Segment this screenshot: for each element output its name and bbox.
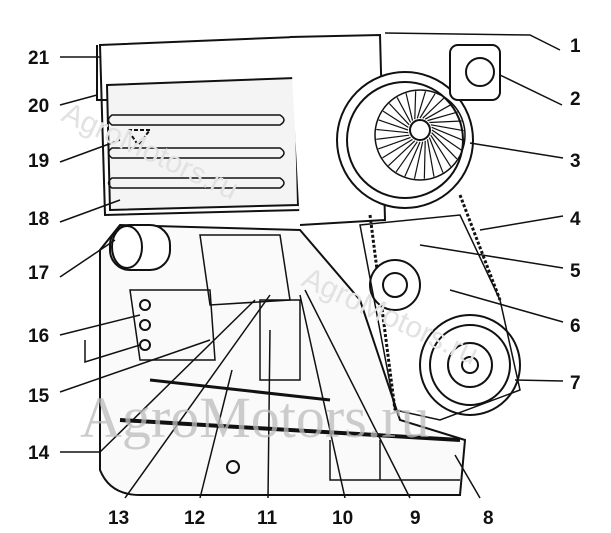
fan-blade <box>428 137 444 173</box>
fan-blade <box>431 129 462 151</box>
fan-blade <box>405 93 414 121</box>
callout-18: 18 <box>28 209 49 230</box>
fan-blade <box>424 103 452 120</box>
fan-blade <box>396 97 412 123</box>
callout-1: 1 <box>570 36 581 57</box>
fan-blade <box>427 111 458 122</box>
callout-labels: 1 2 3 4 5 6 7 8 9 10 11 12 13 14 15 16 1… <box>28 36 581 529</box>
callout-6: 6 <box>570 316 581 337</box>
fan-blade <box>378 136 411 150</box>
fan-blade <box>419 93 436 119</box>
fan-blade <box>430 124 464 132</box>
watermark-main: AgroMotors.ru <box>80 385 430 450</box>
fan-blade <box>414 91 417 120</box>
fan-blade <box>378 119 409 131</box>
fan-blade <box>395 141 418 173</box>
callout-21: 21 <box>28 48 50 69</box>
callout-16: 16 <box>28 326 49 347</box>
fan-blade <box>382 110 409 128</box>
fan-blade <box>388 140 416 167</box>
callout-4: 4 <box>570 209 581 230</box>
callout-3: 3 <box>570 151 581 172</box>
callout-11: 11 <box>257 508 278 529</box>
fan-blade <box>388 103 410 126</box>
fan-blade <box>413 141 424 179</box>
fan-blade <box>429 120 462 124</box>
fan-blade <box>430 134 452 167</box>
callout-10: 10 <box>332 508 353 529</box>
leader-lines <box>59 32 564 499</box>
callout-14: 14 <box>28 443 50 464</box>
callout-17: 17 <box>28 263 49 284</box>
callout-5: 5 <box>570 261 581 282</box>
callout-2: 2 <box>570 89 581 110</box>
callout-20: 20 <box>28 96 49 117</box>
callout-19: 19 <box>28 151 49 172</box>
fan-blade <box>431 132 458 160</box>
fan-blade <box>376 128 409 134</box>
fan-blade <box>382 138 413 159</box>
fan-blade <box>404 141 421 177</box>
fan-blade <box>416 91 427 119</box>
fan-blade <box>423 140 426 179</box>
fan-blade <box>422 97 445 119</box>
fan-blade <box>431 126 464 142</box>
callout-7: 7 <box>570 373 581 394</box>
callout-15: 15 <box>28 386 50 407</box>
callout-12: 12 <box>184 508 205 529</box>
callout-9: 9 <box>410 508 421 529</box>
callout-8: 8 <box>483 508 494 529</box>
fan-blade <box>426 139 435 177</box>
fan-blade <box>376 134 410 140</box>
callout-13: 13 <box>108 508 129 529</box>
